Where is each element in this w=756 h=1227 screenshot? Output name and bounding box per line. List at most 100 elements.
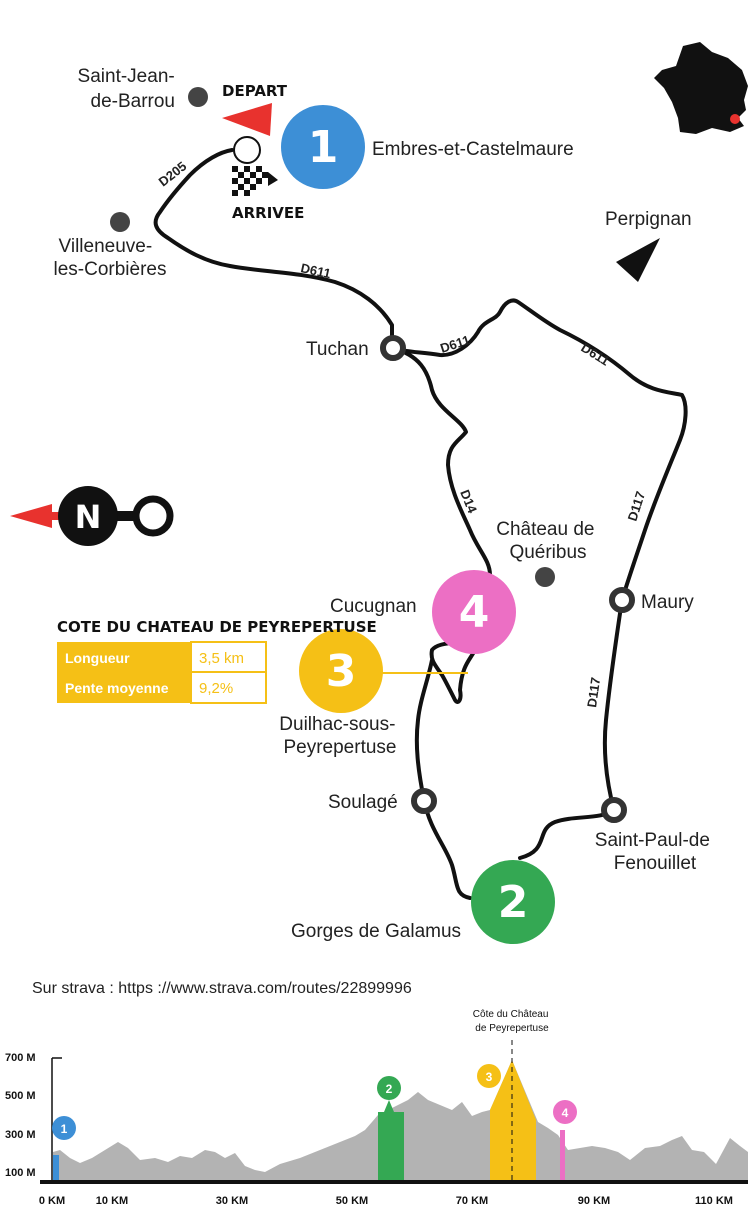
x-tick-90: 90 KM xyxy=(578,1195,610,1207)
climb-summit-line-2: de Peyrepertuse xyxy=(475,1023,549,1034)
y-tick-300: 300 M xyxy=(5,1129,36,1141)
waypoint-2-badge: 2 xyxy=(471,860,555,944)
y-tick-100: 100 M xyxy=(5,1167,36,1179)
town-markers xyxy=(380,335,635,823)
north-circle xyxy=(58,486,118,546)
climb-box-title: COTE DU CHATEAU DE PEYREPERTUSE xyxy=(57,618,377,636)
soulage-label: Soulagé xyxy=(328,792,398,813)
x-tick-110: 110 KM xyxy=(695,1195,733,1207)
saint-paul-line-2: Fenouillet xyxy=(614,853,697,874)
x-tick-50: 50 KM xyxy=(336,1195,368,1207)
y-tick-700: 700 M xyxy=(5,1052,36,1064)
climb-info-box: COTE DU CHATEAU DE PEYREPERTUSE Longueur… xyxy=(57,618,377,704)
strava-link-text: Sur strava : https ://www.strava.com/rou… xyxy=(32,980,412,997)
x-tick-70: 70 KM xyxy=(456,1195,488,1207)
profile-marker-1-circle xyxy=(52,1116,76,1140)
start-finish-point xyxy=(233,136,261,164)
villeneuve-line-1: Villeneuve- xyxy=(59,236,153,257)
cucugnan-label: Cucugnan xyxy=(330,596,417,617)
start-finish-group: DEPART ARRIVEE xyxy=(222,82,304,222)
profile-marker-2-number: 2 xyxy=(386,1082,393,1096)
profile-marker-1-number: 1 xyxy=(61,1122,68,1136)
north-arrow-icon xyxy=(10,504,52,528)
climb-summit-label: Côte du Château de Peyrepertuse xyxy=(473,1009,551,1034)
climb-row-1-label-bg xyxy=(57,642,191,672)
climb-row-1-value: 3,5 km xyxy=(199,650,244,667)
queribus-line-2: Quéribus xyxy=(509,542,586,563)
waypoint-1-circle xyxy=(281,105,365,189)
climb-row-2-label-bg xyxy=(57,672,191,703)
profile-marker-4-number: 4 xyxy=(562,1106,569,1120)
queribus-line-1: Château de xyxy=(496,519,594,540)
climb-row-1-value-bg xyxy=(190,641,267,673)
climb-row-2-value-bg xyxy=(190,671,267,704)
north-compass: N xyxy=(10,486,174,546)
france-silhouette xyxy=(654,42,748,134)
waypoint-4-badge: 4 xyxy=(432,570,516,654)
saint-jean-line-1: Saint-Jean- xyxy=(78,66,175,87)
climb-row-2-label: Pente moyenne xyxy=(65,680,169,696)
maury-label: Maury xyxy=(641,592,694,613)
saint-jean-label: Saint-Jean- de-Barrou xyxy=(78,66,180,112)
profile-marker-2-circle xyxy=(377,1076,401,1100)
saint-jean-dot xyxy=(188,87,208,107)
waypoint-1-badge: 1 xyxy=(281,105,365,189)
saint-paul-label: Saint-Paul-de Fenouillet xyxy=(595,830,715,874)
duilhac-line-1: Duilhac-sous- xyxy=(279,714,395,735)
checkered-flag-icon xyxy=(232,166,278,196)
profile-segment-2 xyxy=(378,1112,404,1180)
maury-marker xyxy=(609,587,635,613)
france-inset-map xyxy=(654,42,748,134)
waypoint-2-number: 2 xyxy=(498,877,529,928)
profile-marker-4: 4 xyxy=(553,1100,577,1124)
x-tick-0: 0 KM xyxy=(39,1195,65,1207)
tuchan-marker xyxy=(380,335,406,361)
x-axis xyxy=(40,1180,748,1184)
road-label-d205: D205 xyxy=(156,158,190,189)
compass-ring xyxy=(132,495,174,537)
x-tick-30: 30 KM xyxy=(216,1195,248,1207)
road-label-d117-2: D117 xyxy=(584,676,603,708)
perpignan-label: Perpignan xyxy=(605,209,692,230)
villeneuve-label: Villeneuve- les-Corbières xyxy=(54,236,167,280)
road-label-d117-1: D117 xyxy=(625,489,649,523)
waypoint-3-number: 3 xyxy=(326,646,357,697)
profile-marker-3-number: 3 xyxy=(486,1070,493,1084)
profile-marker-4-circle xyxy=(553,1100,577,1124)
climb-row-2-value: 9,2% xyxy=(199,680,233,697)
arrivee-label: ARRIVEE xyxy=(232,204,304,222)
waypoint-4-circle xyxy=(432,570,516,654)
profile-marker-3: 3 xyxy=(477,1064,501,1088)
tuchan-label: Tuchan xyxy=(306,339,369,360)
queribus-label: Château de Quéribus xyxy=(496,519,600,563)
north-letter: N xyxy=(75,498,102,536)
x-tick-10: 10 KM xyxy=(96,1195,128,1207)
depart-label: DEPART xyxy=(222,82,288,100)
villeneuve-dot xyxy=(110,212,130,232)
road-label-d611-1: D611 xyxy=(299,260,332,281)
saint-jean-line-2: de-Barrou xyxy=(91,91,176,112)
queribus-dot xyxy=(535,567,555,587)
embres-label: Embres-et-Castelmaure xyxy=(372,139,574,160)
duilhac-label: Duilhac-sous- Peyrepertuse xyxy=(279,714,400,758)
saint-paul-line-1: Saint-Paul-de xyxy=(595,830,710,851)
waypoint-3-circle xyxy=(299,629,383,713)
profile-segment-1 xyxy=(53,1155,59,1180)
depart-flag-icon xyxy=(222,103,272,136)
profile-segment-3 xyxy=(490,1060,536,1180)
route-line xyxy=(153,148,688,900)
duilhac-line-2: Peyrepertuse xyxy=(283,737,396,758)
profile-segment-4 xyxy=(560,1130,565,1180)
waypoint-2-circle xyxy=(471,860,555,944)
elevation-profile: Côte du Château de Peyrepertuse 700 M 50… xyxy=(5,1009,748,1207)
waypoint-3-badge: 3 xyxy=(299,629,468,713)
villeneuve-line-2: les-Corbières xyxy=(54,259,167,280)
perpignan-direction-arrow-icon xyxy=(616,238,660,282)
waypoint-4-number: 4 xyxy=(459,587,490,638)
profile-marker-3-circle xyxy=(477,1064,501,1088)
profile-marker-2: 2 xyxy=(377,1076,401,1112)
location-marker-dot xyxy=(730,114,740,124)
climb-row-1-label: Longueur xyxy=(65,650,130,666)
